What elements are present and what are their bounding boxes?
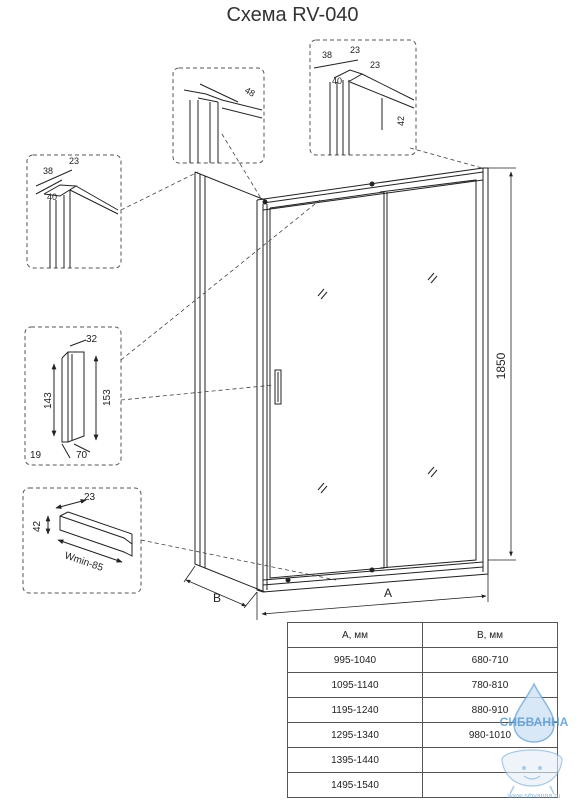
- size-cell-a: 1395-1440: [287, 747, 423, 773]
- detail-tl-dim-40: 40: [47, 192, 57, 202]
- detail-tm-dim-48: 48: [243, 85, 257, 99]
- roller: [369, 567, 375, 573]
- detail-top-left: 38 23 40: [26, 154, 122, 269]
- detail-handle: 32 143 153 19 70: [24, 326, 122, 466]
- detail-tr-dim-23b: 23: [370, 60, 380, 70]
- size-table-header-a: A, мм: [287, 622, 423, 648]
- side-panel: [194, 171, 266, 593]
- detail-handle-dim-19: 19: [30, 450, 42, 461]
- width-dimension-label: A: [384, 586, 392, 600]
- bathtub-icon: [501, 749, 563, 795]
- front-frame: [256, 167, 489, 593]
- size-cell-a: 995-1040: [287, 647, 423, 673]
- diagram-title: Схема RV-040: [226, 4, 359, 26]
- table-row: 995-1040 680-710: [287, 647, 558, 673]
- detail-tr-dim-38: 38: [322, 50, 332, 60]
- detail-top-middle: 48: [172, 67, 265, 164]
- detail-tl-dim-38: 38: [43, 166, 53, 176]
- glass-marks: [317, 272, 438, 494]
- detail-handle-dim-32: 32: [86, 334, 98, 345]
- leader-lines: [120, 133, 483, 581]
- detail-bottom-dim-42: 42: [32, 520, 43, 532]
- depth-dimension-label: B: [213, 591, 221, 605]
- detail-handle-dim-70: 70: [76, 450, 88, 461]
- watermark-url: www.sibvanna.ru: [507, 793, 561, 800]
- watermark-brand: СИБВАННА: [500, 715, 569, 729]
- door-handle: [274, 369, 282, 405]
- water-drop-icon: [513, 682, 555, 743]
- detail-handle-dim-153: 153: [102, 389, 113, 406]
- detail-top-right: 38 23 23 40 42: [309, 39, 417, 156]
- size-cell-a: 1095-1140: [287, 672, 423, 698]
- height-dimension-label: 1850: [494, 352, 508, 379]
- roller: [369, 181, 375, 187]
- size-cell-a: 1295-1340: [287, 722, 423, 748]
- detail-tr-dim-42: 42: [396, 116, 406, 126]
- roller: [262, 199, 268, 205]
- sliding-doors: [269, 179, 477, 579]
- detail-tr-dim-23a: 23: [350, 45, 360, 55]
- table-row: 1495-1540: [287, 772, 558, 798]
- detail-tl-dim-23: 23: [69, 156, 79, 166]
- dimension-lines: [183, 167, 516, 620]
- enclosure: [194, 167, 489, 593]
- detail-handle-dim-143: 143: [43, 392, 54, 409]
- sibvanna-watermark-logo: СИБВАННА www.sibvanna.ru: [500, 682, 569, 800]
- size-table-header: A, мм B, мм: [287, 622, 558, 648]
- roller: [285, 577, 291, 583]
- size-table-header-b: B, мм: [422, 622, 558, 648]
- size-cell-a: 1495-1540: [287, 772, 423, 798]
- detail-bottom-dim-23: 23: [84, 492, 96, 503]
- size-cell-b: 680-710: [422, 647, 558, 673]
- detail-bottom-profile: 23 42 Wmin-85: [22, 487, 142, 594]
- size-cell-a: 1195-1240: [287, 697, 423, 723]
- detail-tr-dim-40: 40: [332, 76, 342, 86]
